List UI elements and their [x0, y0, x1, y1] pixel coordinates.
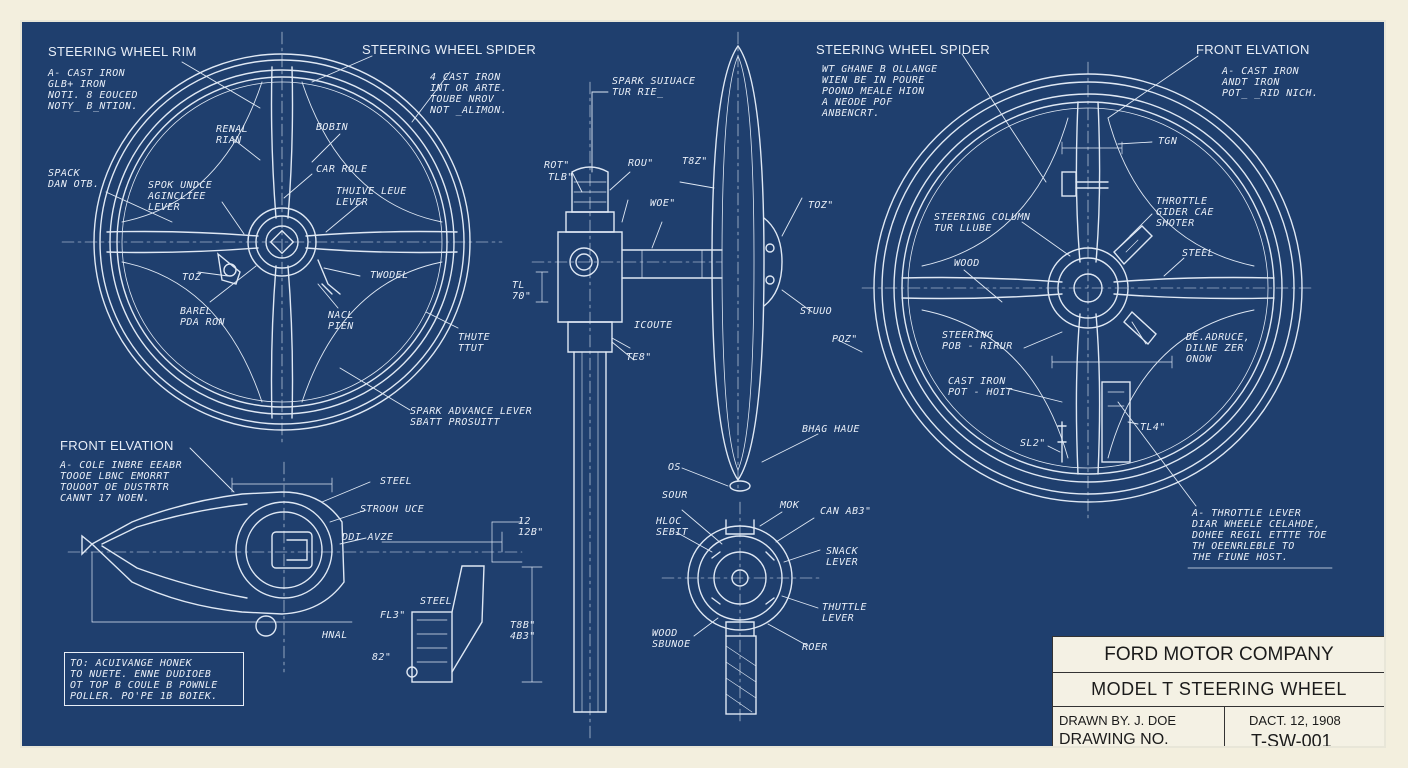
label-dim-88: T8B" 4B3" — [510, 620, 536, 642]
title-block-company: FORD MOTOR COMPANY — [1053, 637, 1384, 673]
label-os: OS — [668, 462, 681, 473]
label-stuuo: STUUO — [800, 306, 833, 317]
blueprint-sheet: STEERING WHEEL RIM A- CAST IRON GLB+ IRO… — [20, 20, 1386, 748]
label-can-ab3: CAN AB3" — [820, 506, 872, 517]
label-front-elevation-note-right: A- CAST IRON ANDT IRON POT_ _RID NICH. — [1222, 66, 1319, 99]
label-icoute: ICOUTE — [634, 320, 673, 331]
label-steel-small: STEEL — [420, 596, 453, 607]
label-rim-note: A- CAST IRON GLB+ IRON NOTI. 8 EOUCED NO… — [48, 68, 138, 112]
label-tlb: TLB" — [548, 172, 574, 183]
label-thute-ttut: THUTE TTUT — [458, 332, 491, 354]
title-block-date: DACT. 12, 1908 — [1249, 713, 1341, 728]
label-toz: TOZ — [182, 272, 202, 283]
label-cast-iron-pot: CAST IRON POT - HOIT — [948, 376, 1013, 398]
label-note-box-text: TO: ACUIVANGE HONEK TO NUETE. ENNE DUDIO… — [70, 658, 218, 702]
right-steering-wheel — [861, 61, 1313, 523]
label-steel-right: STEEL — [1182, 248, 1215, 259]
label-barel-pda: BAREL PDA RON — [180, 306, 225, 328]
label-steering-wheel-spider: STEERING WHEEL SPIDER — [362, 42, 537, 57]
label-thuive-lever: THUIVE LEUE LEVER — [336, 186, 407, 208]
label-throttle-lever-note: A- THROTTLE LEVER DIAR WHEELE CELAHDE, D… — [1192, 508, 1327, 563]
wheel-side-profile — [711, 31, 783, 493]
label-spider-note: 4 CAST IRON INT OR ARTE. TOUBE NROV NOT … — [430, 72, 508, 116]
label-toz-right: TOZ" — [808, 200, 834, 211]
label-roer: ROER — [802, 642, 828, 653]
left-front-elevation — [67, 461, 543, 683]
steering-column — [531, 81, 723, 743]
label-rou: ROU" — [628, 158, 654, 169]
label-spok-undce-lever: SPOK UNDCE AGINCLIEE LEVER — [148, 180, 213, 213]
label-woe: WOE" — [650, 198, 676, 209]
label-poz: POZ" — [832, 334, 858, 345]
left-steering-wheel — [61, 31, 503, 443]
blueprint-drawing — [61, 31, 1333, 743]
label-spark-advance-lever: SPARK ADVANCE LEVER SBATT PROSUITT — [410, 406, 532, 428]
label-thuttle-lever: THUTTLE LEVER — [822, 602, 867, 624]
label-dim-12: 12 12B" — [518, 516, 544, 538]
label-t8z: T8Z" — [682, 156, 708, 167]
label-front-elevation-note: A- COLE INBRE EEABR TOOOE LBNC EMORRT TO… — [60, 460, 182, 504]
title-block-drawing-no-label: DRAWING NO. — [1059, 731, 1169, 748]
label-deadruce: DE.ADRUCE, DILNE ZER ONOW — [1186, 332, 1251, 365]
label-fl3: FL3" — [380, 610, 406, 621]
label-strooh-uce: STROOH UCE — [360, 504, 425, 515]
label-dim-82: 82" — [372, 652, 392, 663]
label-te8: TE8" — [626, 352, 652, 363]
title-block-title: MODEL T STEERING WHEEL — [1053, 673, 1384, 707]
label-twodel: TWODEL — [370, 270, 409, 281]
label-mok: MOK — [780, 500, 800, 511]
hub-cross-section — [661, 501, 823, 723]
label-front-elevation-right: FRONT ELVATION — [1196, 42, 1310, 57]
label-throttle-gider: THROTTLE GIDER CAE SHOTER — [1156, 196, 1214, 229]
label-hnal: HNAL — [322, 630, 348, 641]
label-wood-sbunoe: WOOD SBUNOE — [652, 628, 691, 650]
label-sl2: SL2" — [1020, 438, 1046, 449]
label-rot: ROT" — [544, 160, 570, 171]
label-steering-wheel-spider-right: STEERING WHEEL SPIDER — [816, 42, 991, 57]
label-spark-suiuace: SPARK SUIUACE TUR RIE_ — [612, 76, 696, 98]
label-steel-left: STEEL — [380, 476, 413, 487]
label-steering-pob: STEERING POB - RIRUR — [942, 330, 1013, 352]
label-front-elevation-left: FRONT ELVATION — [60, 438, 174, 453]
label-steering-wheel-rim: STEERING WHEEL RIM — [48, 44, 197, 59]
label-renal-rian: RENAL RIAN — [216, 124, 249, 146]
title-block-drawing-no: T-SW-001 — [1251, 731, 1332, 748]
label-wood-right: WOOD — [954, 258, 980, 269]
label-hloc-sebit: HLOC SEBIT — [656, 516, 689, 538]
label-ddi-avze: DDI AVZE — [342, 532, 394, 543]
label-spider-note-right: WT GHANE B OLLANGE WIEN BE IN POURE POON… — [822, 64, 938, 119]
title-block-right-cell: DACT. 12, 1908 T-SW-001 — [1225, 707, 1384, 748]
label-tl4: TL4" — [1140, 422, 1166, 433]
label-tgn: TGN — [1158, 136, 1178, 147]
label-bobin: BOBIN — [316, 122, 349, 133]
label-snack-lever: SNACK LEVER — [826, 546, 859, 568]
dimension-ticks — [491, 521, 523, 563]
label-bhag-haue: BHAG HAUE — [802, 424, 860, 435]
title-block: FORD MOTOR COMPANY MODEL T STEERING WHEE… — [1052, 636, 1384, 748]
note-box — [64, 652, 244, 706]
label-sour: SOUR — [662, 490, 688, 501]
label-nacl-pien: NACL PIEN — [328, 310, 354, 332]
title-block-left-cell: DRAWN BY. J. DOE DRAWING NO. — [1053, 707, 1225, 748]
title-block-drawn-by: DRAWN BY. J. DOE — [1059, 713, 1177, 728]
label-dim-70: TL 70" — [512, 280, 532, 302]
label-spack-dan: SPACK DAN OTB. — [48, 168, 100, 190]
label-car-role: CAR ROLE — [316, 164, 368, 175]
label-steering-column: STEERING COLUMN TUR LLUBE — [934, 212, 1031, 234]
leader-lines — [105, 53, 1333, 647]
